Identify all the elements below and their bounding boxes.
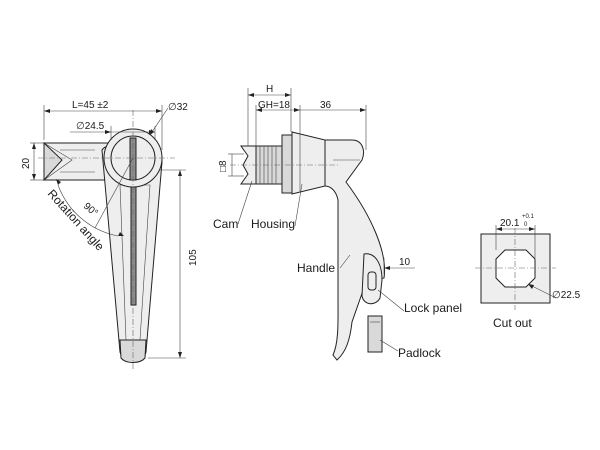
- housing-leader: [294, 183, 303, 227]
- dim-10-arrow: [384, 266, 390, 270]
- dim-dia-32: ∅32: [168, 102, 188, 113]
- rotation-arc: [57, 184, 119, 237]
- rotation-arrow-2: [118, 232, 124, 236]
- dim-square-8: □8: [218, 160, 229, 172]
- dim-32-arrow: [150, 129, 154, 135]
- dim-dia-24-5: ∅24.5: [76, 121, 105, 132]
- front-handle-cap: [119, 339, 147, 363]
- dim-length: L=45 ±2: [72, 100, 109, 111]
- dim-dia-22-5: ∅22.5: [552, 290, 581, 301]
- dim-width-10: 10: [399, 257, 411, 268]
- dim-length-105: 105: [188, 249, 199, 266]
- side-view: H GH=18 36 □8 10 Cam Housing Handle Lock…: [213, 84, 462, 361]
- rotation-radius-line: [94, 157, 134, 229]
- dim-tol-plus: +0.1: [522, 214, 535, 220]
- side-lock-panel: [361, 253, 383, 305]
- handle-label: Handle: [297, 261, 335, 275]
- lock-panel-leader: [377, 289, 405, 312]
- cutout-view: 20.1 +0.1 0 ∅22.5 Cut out: [475, 214, 581, 330]
- cam-label: Cam: [213, 217, 238, 231]
- side-padlock: [367, 315, 383, 353]
- front-handle-slot: [130, 179, 137, 306]
- cam-leader: [237, 180, 253, 225]
- front-cam-chamfer: [43, 142, 95, 181]
- handle-leader: [339, 254, 351, 269]
- dim-32-leader: [149, 107, 169, 136]
- rotation-angle-label: Rotation angle: [45, 187, 107, 254]
- side-nut: [281, 134, 293, 194]
- front-cam-notch: [43, 141, 63, 182]
- rotation-arrow-1: [56, 179, 61, 185]
- side-housing: [291, 131, 326, 195]
- dim-gh: GH=18: [258, 100, 290, 111]
- cutout-shape: [495, 249, 536, 288]
- dim-24-arrows: [105, 130, 155, 134]
- lock-panel-label: Lock panel: [404, 301, 462, 315]
- padlock-leader: [379, 339, 399, 352]
- dim-tol-minus: 0: [524, 222, 528, 228]
- dim-width-36: 36: [320, 100, 332, 111]
- cut-out-label: Cut out: [493, 316, 532, 330]
- housing-label: Housing: [251, 217, 295, 231]
- dim-cutout-width: 20.1: [500, 218, 520, 229]
- dim-angle: 90°: [81, 201, 100, 219]
- dim-height-20: 20: [21, 157, 32, 169]
- side-lock-hole: [367, 271, 377, 291]
- padlock-label: Padlock: [398, 346, 442, 360]
- side-handle: [324, 139, 386, 361]
- dim-h: H: [266, 84, 273, 95]
- dim-36-arrow: [360, 108, 366, 112]
- front-view: L=45 ±2 ∅24.5 ∅32 20 90° Rotation angle …: [21, 100, 199, 370]
- dim-22-5-arrow: [528, 284, 534, 289]
